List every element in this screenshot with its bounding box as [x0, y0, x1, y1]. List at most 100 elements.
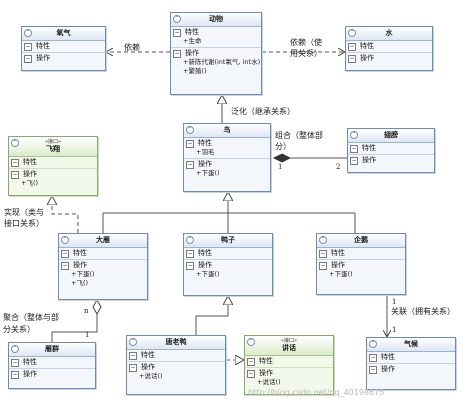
class-name: 飞翔 — [46, 145, 60, 153]
collapse-box-icon[interactable]: − — [173, 49, 181, 58]
collapse-icon[interactable]: ˄ — [348, 29, 356, 37]
section-title-label: 操作 — [381, 365, 395, 373]
realization-wildgoose-fly — [52, 196, 79, 233]
collapse-icon[interactable]: ˄ — [319, 236, 327, 244]
class-header: ˄鸭子 — [184, 234, 272, 248]
collapse-icon[interactable]: ˄ — [186, 126, 194, 134]
collapse-box-icon[interactable]: − — [11, 170, 19, 179]
section-title[interactable]: −特性 — [9, 158, 97, 167]
section-title[interactable]: −特性 — [346, 42, 432, 51]
section-title[interactable]: −操作 — [171, 49, 261, 58]
class-animal[interactable]: ˄动物−特性+生命−操作+新陈代谢(int氧气, int水)+繁殖() — [170, 12, 262, 95]
section-title[interactable]: −特性 — [348, 144, 434, 153]
class-bird[interactable]: ˄鸟−特性+羽毛−操作+下蛋() — [183, 123, 271, 192]
collapse-box-icon[interactable]: − — [173, 28, 181, 37]
class-climate[interactable]: ˄气候−特性−操作 — [366, 337, 456, 390]
collapse-box-icon[interactable]: − — [24, 42, 32, 51]
section-title[interactable]: −特性 — [9, 358, 95, 367]
section-title[interactable]: −特性 — [184, 249, 272, 258]
collapse-box-icon[interactable]: − — [186, 160, 194, 169]
collapse-icon[interactable]: ˄ — [11, 345, 19, 353]
class-name: 讲话 — [282, 344, 296, 352]
collapse-box-icon[interactable]: − — [11, 158, 19, 167]
class-name: 水 — [385, 29, 393, 37]
section-title[interactable]: −操作 — [367, 365, 455, 374]
label-aggregation-1: 聚合（整体与部 — [3, 313, 59, 322]
section-title[interactable]: −操作 — [59, 261, 147, 270]
collapse-box-icon[interactable]: − — [350, 156, 358, 165]
class-water[interactable]: ˄ 水 −特性 −操作 — [345, 26, 433, 71]
section-title[interactable]: −操作 — [9, 370, 95, 379]
class-oxygen[interactable]: ˄氧气−特性−操作 — [21, 26, 106, 71]
collapse-box-icon[interactable]: − — [61, 261, 69, 270]
section-title[interactable]: −操作 — [317, 261, 405, 270]
section-title[interactable]: −特性 — [317, 249, 405, 258]
collapse-box-icon[interactable]: − — [129, 363, 137, 372]
class-penguin[interactable]: ˄企鹅−特性−操作+下蛋() — [316, 233, 406, 295]
collapse-icon[interactable]: ˄ — [61, 236, 69, 244]
class-name: 唐老鸭 — [165, 338, 187, 346]
collapse-box-icon[interactable]: − — [129, 351, 137, 360]
label-composition-mult-left: 1 — [278, 163, 283, 171]
collapse-icon[interactable]: ˄ — [247, 338, 255, 346]
collapse-box-icon[interactable]: − — [186, 249, 194, 258]
section-title[interactable]: −特性 — [59, 249, 147, 258]
section-title[interactable]: −操作 — [184, 261, 272, 270]
attribute-member: +生命 — [183, 37, 202, 45]
operation-member: +下蛋() — [196, 169, 220, 177]
section-title[interactable]: −特性 — [184, 139, 270, 148]
interface-fly[interactable]: ˄«接口»飞翔−特性−操作+飞() — [8, 136, 98, 196]
collapse-box-icon[interactable]: − — [247, 357, 255, 366]
collapse-box-icon[interactable]: − — [319, 249, 327, 258]
collapse-box-icon[interactable]: − — [11, 358, 19, 367]
class-header: ˄ 大雁 — [59, 234, 147, 248]
watermark-url: http://blog.csdn.net/qq_40198675 — [248, 388, 385, 397]
label-aggregation-2: 分关系） — [3, 325, 35, 334]
collapse-box-icon[interactable]: − — [186, 139, 194, 148]
class-flock[interactable]: ˄雁群−特性−操作 — [8, 342, 96, 389]
collapse-icon[interactable]: ˄ — [369, 340, 377, 348]
section-title[interactable]: −操作 — [184, 160, 270, 169]
collapse-box-icon[interactable]: − — [186, 261, 194, 270]
section-title[interactable]: −特性 — [127, 351, 225, 360]
collapse-icon[interactable]: ˄ — [24, 29, 32, 37]
class-name: 大雁 — [96, 236, 110, 244]
collapse-box-icon[interactable]: − — [61, 249, 69, 258]
operation-member: +下蛋() — [71, 270, 95, 278]
collapse-box-icon[interactable]: − — [11, 370, 19, 379]
section-title[interactable]: −操作 — [348, 156, 434, 165]
class-duck[interactable]: ˄鸭子−特性−操作+下蛋() — [183, 233, 273, 296]
collapse-box-icon[interactable]: − — [348, 42, 356, 51]
section-title[interactable]: −特性 — [367, 353, 455, 362]
section-title[interactable]: −特性 — [245, 357, 333, 366]
class-wildgoose[interactable]: ˄大雁−特性−操作+下蛋()+飞() — [58, 233, 148, 300]
section-title[interactable]: −特性 — [171, 28, 261, 37]
collapse-icon[interactable]: ˄ — [11, 139, 19, 147]
section-title[interactable]: −特性 — [22, 42, 105, 51]
section-title-label: 操作 — [331, 261, 345, 269]
interface-speak[interactable]: ˄«接口»讲话−特性−操作+说话() — [244, 335, 334, 395]
collapse-icon[interactable]: ˄ — [350, 131, 358, 139]
collapse-icon[interactable]: ˄ — [129, 338, 137, 346]
collapse-icon[interactable]: ˄ — [186, 236, 194, 244]
label-dependency-use-1: 依赖（使 — [290, 38, 322, 47]
collapse-box-icon[interactable]: − — [369, 353, 377, 362]
collapse-box-icon[interactable]: − — [350, 144, 358, 153]
section-title[interactable]: −操作 — [127, 363, 225, 372]
section-title-label: 特性 — [259, 357, 273, 365]
collapse-icon[interactable]: ˄ — [173, 15, 181, 23]
class-donald-duck[interactable]: ˄唐老鸭−特性−操作+说话() — [126, 335, 226, 395]
collapse-box-icon[interactable]: − — [24, 54, 32, 63]
operations-section: −操作+新陈代谢(int氧气, int水)+繁殖() — [171, 48, 261, 77]
attribute-member: +羽毛 — [196, 148, 215, 156]
section-title[interactable]: −操作 — [9, 170, 97, 179]
class-wing[interactable]: ˄翅膀−特性−操作 — [347, 128, 435, 173]
collapse-box-icon[interactable]: − — [348, 54, 356, 63]
collapse-box-icon[interactable]: − — [319, 261, 327, 270]
section-title[interactable]: −操作 — [346, 54, 432, 63]
collapse-box-icon[interactable]: − — [369, 365, 377, 374]
section-title[interactable]: −操作 — [22, 54, 105, 63]
attributes-section: −特性 — [59, 248, 147, 260]
section-title[interactable]: −操作 — [245, 369, 333, 378]
collapse-box-icon[interactable]: − — [247, 369, 255, 378]
